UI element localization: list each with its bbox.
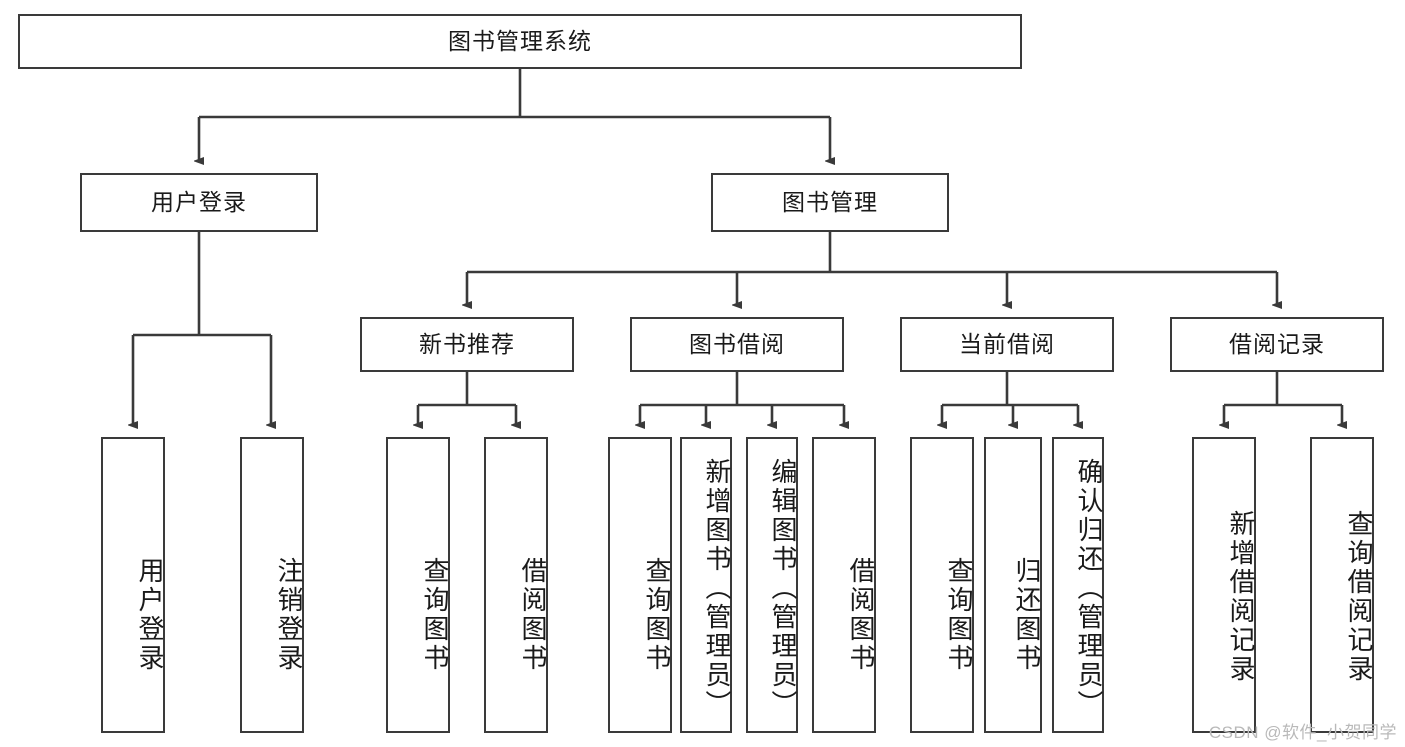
- node-leaf-confirm-return-admin-label: 确认归还（管理员）: [1074, 457, 1104, 719]
- node-new-book-rec-label: 新书推荐: [419, 331, 515, 358]
- node-leaf-query-book-current-label: 查询图书: [944, 557, 974, 673]
- node-book-manage[interactable]: 图书管理: [711, 173, 949, 232]
- node-user-login-label: 用户登录: [151, 189, 247, 216]
- node-leaf-edit-book-admin[interactable]: 编辑图书（管理员）: [746, 437, 798, 733]
- node-leaf-query-book-borrow-label: 查询图书: [642, 557, 672, 673]
- node-new-book-rec[interactable]: 新书推荐: [360, 317, 574, 372]
- node-leaf-confirm-return-admin[interactable]: 确认归还（管理员）: [1052, 437, 1104, 733]
- node-leaf-query-book-rec-label: 查询图书: [420, 557, 450, 673]
- node-borrow-record-label: 借阅记录: [1229, 331, 1325, 358]
- node-user-login[interactable]: 用户登录: [80, 173, 318, 232]
- node-leaf-query-book-borrow[interactable]: 查询图书: [608, 437, 672, 733]
- node-book-manage-label: 图书管理: [782, 189, 878, 216]
- node-root[interactable]: 图书管理系统: [18, 14, 1022, 69]
- node-leaf-edit-book-admin-label: 编辑图书（管理员）: [768, 457, 798, 719]
- node-leaf-query-borrow-record[interactable]: 查询借阅记录: [1310, 437, 1374, 733]
- node-book-borrow[interactable]: 图书借阅: [630, 317, 844, 372]
- node-leaf-login-user[interactable]: 用户登录: [101, 437, 165, 733]
- node-leaf-return-book-label: 归还图书: [1012, 557, 1042, 673]
- node-leaf-add-borrow-record[interactable]: 新增借阅记录: [1192, 437, 1256, 733]
- node-current-borrow[interactable]: 当前借阅: [900, 317, 1114, 372]
- node-leaf-query-book-current[interactable]: 查询图书: [910, 437, 974, 733]
- node-leaf-borrow-book-borrow[interactable]: 借阅图书: [812, 437, 876, 733]
- node-leaf-add-book-admin[interactable]: 新增图书（管理员）: [680, 437, 732, 733]
- node-leaf-borrow-book-rec[interactable]: 借阅图书: [484, 437, 548, 733]
- node-leaf-login-user-label: 用户登录: [135, 557, 165, 673]
- node-leaf-borrow-book-borrow-label: 借阅图书: [846, 557, 876, 673]
- node-leaf-logout-user[interactable]: 注销登录: [240, 437, 304, 733]
- node-borrow-record[interactable]: 借阅记录: [1170, 317, 1384, 372]
- node-leaf-query-book-rec[interactable]: 查询图书: [386, 437, 450, 733]
- node-leaf-add-borrow-record-label: 新增借阅记录: [1226, 510, 1256, 684]
- node-leaf-add-book-admin-label: 新增图书（管理员）: [702, 457, 732, 719]
- node-book-borrow-label: 图书借阅: [689, 331, 785, 358]
- node-leaf-borrow-book-rec-label: 借阅图书: [518, 557, 548, 673]
- node-leaf-query-borrow-record-label: 查询借阅记录: [1344, 510, 1374, 684]
- node-current-borrow-label: 当前借阅: [959, 331, 1055, 358]
- node-root-label: 图书管理系统: [448, 28, 592, 55]
- node-leaf-logout-user-label: 注销登录: [274, 557, 304, 673]
- node-leaf-return-book[interactable]: 归还图书: [984, 437, 1042, 733]
